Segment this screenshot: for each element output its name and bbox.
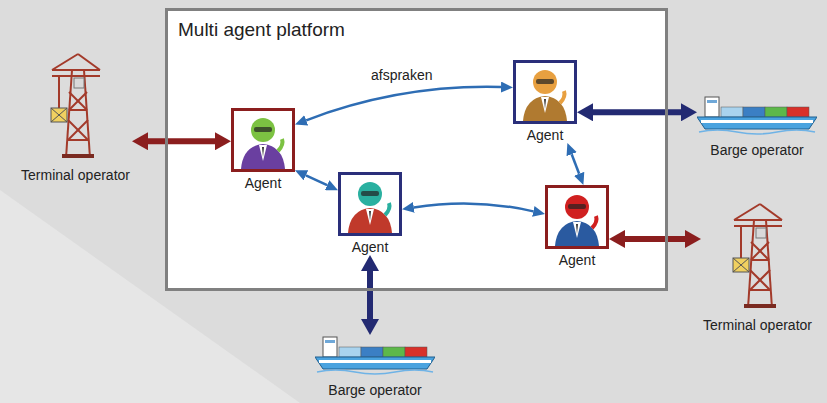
crane-icon bbox=[50, 50, 102, 160]
platform-fill bbox=[167, 10, 667, 290]
barge-icon-box bbox=[315, 335, 435, 379]
agent-figure bbox=[516, 63, 574, 121]
agreement-arrow bbox=[414, 203, 533, 211]
agent-label: Agent bbox=[545, 252, 609, 268]
barge-icon bbox=[315, 335, 435, 375]
terminal-operator: Terminal operator bbox=[701, 200, 814, 333]
agreement-arrow bbox=[306, 87, 501, 120]
barge-icon-box bbox=[697, 95, 817, 139]
operator-label: Barge operator bbox=[697, 142, 817, 158]
agent-figure bbox=[341, 175, 399, 233]
crane-icon-box bbox=[50, 50, 102, 164]
crane-icon bbox=[732, 200, 784, 310]
barge-operator: Barge operator bbox=[697, 95, 817, 158]
operator-link-arrow bbox=[148, 138, 215, 144]
terminal-operator: Terminal operator bbox=[19, 50, 132, 183]
operator-link-arrow bbox=[367, 271, 373, 319]
platform-box: Multi agent platformAgentAgentAgentAgent bbox=[165, 8, 668, 291]
platform-title: Multi agent platform bbox=[178, 19, 345, 41]
agent-icon bbox=[338, 172, 402, 236]
agent-icon bbox=[545, 185, 609, 249]
operator-label: Terminal operator bbox=[701, 317, 814, 333]
agent-icon bbox=[231, 108, 295, 172]
barge-operator: Barge operator bbox=[315, 335, 435, 398]
agent-label: Agent bbox=[231, 175, 295, 191]
agent-node: Agent bbox=[545, 185, 609, 268]
operator-label: Terminal operator bbox=[19, 167, 132, 183]
agent-node: Agent bbox=[231, 108, 295, 191]
agent-node: Agent bbox=[338, 172, 402, 255]
barge-icon bbox=[697, 95, 817, 135]
agent-label: Agent bbox=[338, 239, 402, 255]
agent-figure bbox=[548, 188, 606, 246]
crane-icon-box bbox=[732, 200, 784, 314]
operator-label: Barge operator bbox=[315, 382, 435, 398]
agent-icon bbox=[513, 60, 577, 124]
operator-link-arrow bbox=[625, 236, 685, 242]
agent-node: Agent bbox=[513, 60, 577, 143]
agreement-arrow bbox=[306, 175, 327, 185]
agent-label: Agent bbox=[513, 127, 577, 143]
agent-figure bbox=[234, 111, 292, 169]
edge-label: afspraken bbox=[369, 67, 434, 83]
agreement-arrow bbox=[572, 154, 579, 174]
